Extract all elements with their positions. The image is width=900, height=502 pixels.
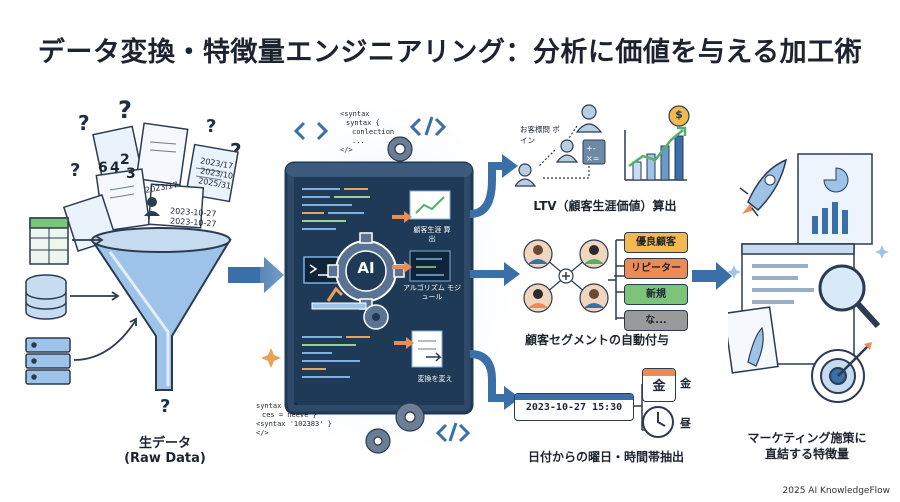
marketing-caption: マーケティング施策に 直結する特徴量 xyxy=(722,430,892,462)
raw-data-label-jp: 生データ xyxy=(138,436,191,451)
raw-data-illustration: ? ? ? ? ? ? xyxy=(25,96,242,417)
calendar-weekday: 金 xyxy=(652,379,666,394)
question-mark-icon: ? xyxy=(70,160,80,181)
question-mark-icon: ? xyxy=(78,111,90,135)
svg-text:+-: +- xyxy=(586,144,596,153)
scatter-number: 2 xyxy=(120,152,130,168)
sparkle-icon xyxy=(875,245,889,259)
marketing-caption-line2: 直結する特徴量 xyxy=(764,447,849,461)
ltv-caption: LTV（顧客生涯価値）算出 xyxy=(533,199,677,213)
gear-icon xyxy=(363,304,389,330)
sparkle-icon xyxy=(261,348,281,368)
question-mark-icon: ? xyxy=(206,116,216,137)
user-icon xyxy=(555,139,579,163)
question-mark-icon: ? xyxy=(160,396,170,417)
algorithm-panel-icon xyxy=(409,250,451,282)
spreadsheet-icon xyxy=(29,217,69,265)
svg-text:×=: ×= xyxy=(586,154,599,163)
segment-tag: な... xyxy=(624,310,688,331)
rocket-icon xyxy=(739,158,788,217)
syntax-snippet-top: <syntax syntax { conlection ... </> xyxy=(340,110,395,154)
raw-data-label: 生データ (Raw Data) xyxy=(110,432,220,466)
processor-step-transform: 変換を変え xyxy=(417,375,453,383)
calendar-icon: 金 xyxy=(642,368,676,402)
segment-tag: 優良顧客 xyxy=(624,232,688,253)
gear-icon xyxy=(387,136,413,162)
target-icon xyxy=(811,342,872,403)
user-icon xyxy=(575,104,603,133)
customer-point-label: お客様問 ポイン xyxy=(520,125,560,145)
segment-caption: 顧客セグメントの自動付与 xyxy=(524,333,669,347)
growth-chart-icon xyxy=(624,126,687,181)
funnel-icon xyxy=(90,239,232,391)
timestamp-value: 2023-10-27 15:30 xyxy=(525,402,623,413)
database-icon xyxy=(25,274,67,320)
flow-arrow-icon xyxy=(692,262,732,290)
page-title: データ変換・特徴量エンジニアリング：分析に価値を与える加工術 xyxy=(37,37,863,68)
syntax-snippet-bottom: syntax : " ces = neeve } <syntax '102383… xyxy=(256,402,332,437)
customer-avatar-icon xyxy=(579,239,609,269)
ltv-illustration: +- ×= xyxy=(515,104,690,187)
campaign-doc-icon xyxy=(728,306,779,374)
coin-icon xyxy=(668,105,690,127)
marketing-illustration xyxy=(728,153,889,403)
calculator-icon: +- ×= xyxy=(582,139,606,165)
sparkle-icon xyxy=(728,265,741,279)
raw-data-label-en: (Raw Data) xyxy=(124,451,206,466)
datetime-bracket xyxy=(634,383,650,431)
processor-step-algorithm: アルゴリズム モジュール xyxy=(402,284,461,301)
scatter-number: 3 xyxy=(126,166,136,182)
workbench xyxy=(311,302,367,310)
currency-symbol: $ xyxy=(675,108,683,121)
segment-bracket xyxy=(608,239,624,320)
timestamp-field: 2023-10-27 15:30 xyxy=(514,393,634,421)
customer-avatar-icon xyxy=(523,239,553,269)
gear-icon xyxy=(365,402,425,454)
time-of-day-label: 昼 xyxy=(680,417,691,430)
processor-step-ltv: 顧客生涯 算出 xyxy=(413,226,451,243)
ai-processor-illustration xyxy=(260,105,510,455)
marketing-caption-line1: マーケティング施策に xyxy=(747,431,867,445)
scatter-number: 6 xyxy=(98,160,108,176)
user-icon xyxy=(147,197,157,207)
question-mark-icon: ? xyxy=(118,96,132,124)
weekday-label: 金 xyxy=(680,377,691,390)
ai-label: AI xyxy=(357,259,375,277)
magnifier-icon xyxy=(818,264,881,329)
scatter-number: 4 xyxy=(110,160,120,176)
transform-doc-icon xyxy=(411,330,443,368)
datetime-caption: 日付からの曜日・時間帯抽出 xyxy=(527,450,684,464)
chart-panel-icon xyxy=(409,190,451,220)
customer-avatar-icon xyxy=(579,283,609,313)
customer-avatar-icon xyxy=(523,283,553,313)
branch-arrows xyxy=(470,154,520,410)
copyright-text: 2025 AI KnowledgeFlow xyxy=(782,486,890,496)
terminal-icon xyxy=(303,256,339,284)
user-icon xyxy=(515,163,537,187)
clock-icon xyxy=(642,406,674,438)
segment-tag: リピーター xyxy=(624,258,688,279)
segment-tag: 新規 xyxy=(624,284,688,305)
segment-tag-list: 優良顧客リピーター新規な... xyxy=(624,232,688,336)
server-icon xyxy=(25,337,71,385)
question-mark-icon: ? xyxy=(230,139,242,163)
